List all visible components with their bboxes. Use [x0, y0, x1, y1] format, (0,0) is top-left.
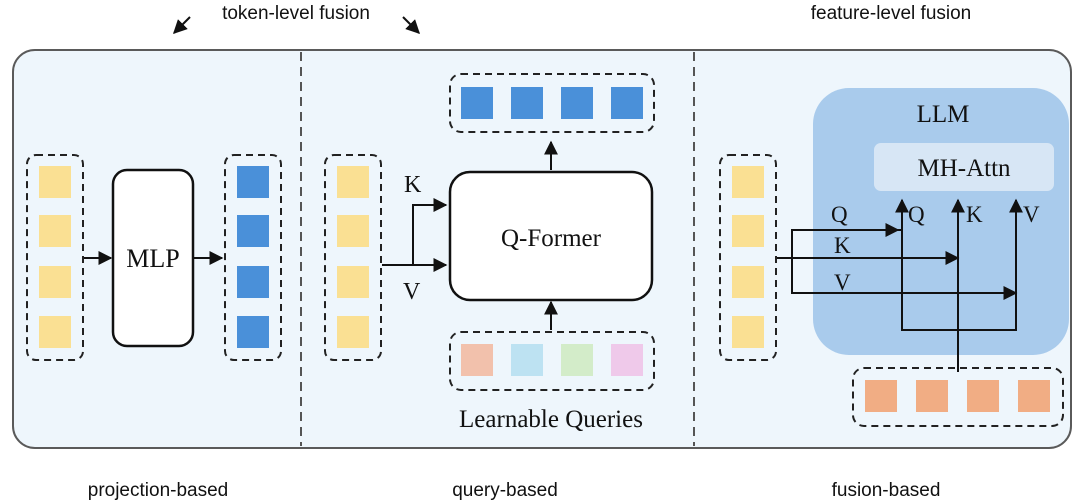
visual-token — [732, 166, 764, 198]
text-token — [1018, 380, 1050, 412]
k-input-label: K — [404, 172, 422, 198]
projected-token — [237, 316, 269, 348]
k-input-label: K — [834, 233, 851, 258]
fusion-panel: LLM MH-Attn Q K V Q K V — [719, 88, 1069, 427]
visual-token-group — [719, 154, 777, 361]
query-output-token — [611, 87, 643, 119]
token-level-label: token-level fusion — [222, 3, 370, 24]
query-output-token — [561, 87, 593, 119]
query-output-token — [461, 87, 493, 119]
mlp-block — [111, 168, 195, 348]
fusion-caption: fusion-based — [832, 480, 941, 500]
visual-token — [337, 215, 369, 247]
learnable-query-token — [611, 344, 643, 376]
mlp-label: MLP — [126, 244, 179, 273]
projected-token — [237, 266, 269, 298]
text-token — [916, 380, 948, 412]
feature-level-label: feature-level fusion — [811, 3, 972, 24]
visual-token — [39, 266, 71, 298]
text-token-group — [852, 367, 1064, 427]
learnable-queries-group — [449, 331, 655, 391]
projected-token — [237, 166, 269, 198]
text-token — [967, 380, 999, 412]
visual-token — [732, 215, 764, 247]
query-output-token — [511, 87, 543, 119]
visual-token — [39, 215, 71, 247]
learnable-query-token — [561, 344, 593, 376]
projection-caption: projection-based — [88, 480, 228, 500]
arrow-k-input — [412, 198, 448, 265]
q-former-block — [448, 170, 654, 302]
visual-token — [39, 316, 71, 348]
visual-token — [39, 166, 71, 198]
q-former-label: Q-Former — [501, 225, 602, 252]
visual-token — [337, 266, 369, 298]
query-caption: query-based — [452, 480, 558, 500]
visual-token — [732, 266, 764, 298]
port-q-label: Q — [908, 202, 925, 227]
learnable-query-token — [511, 344, 543, 376]
mh-attn-block — [874, 143, 1054, 191]
learnable-queries-label: Learnable Queries — [459, 406, 643, 433]
token-level-header: token-level fusion — [173, 3, 420, 34]
port-k-label: K — [966, 202, 983, 227]
v-input-label: V — [403, 279, 421, 305]
mh-attn-label: MH-Attn — [917, 155, 1011, 182]
port-v-label: V — [1023, 202, 1040, 227]
arrow-v-input — [791, 258, 1018, 300]
text-token — [865, 380, 897, 412]
q-input-label: Q — [831, 202, 848, 227]
visual-token-group — [324, 154, 382, 361]
visual-token-group — [26, 154, 84, 361]
v-input-label: V — [834, 270, 851, 295]
query-output-group — [449, 73, 655, 133]
visual-token — [337, 316, 369, 348]
visual-token — [337, 166, 369, 198]
projected-token-group — [224, 154, 282, 361]
llm-label: LLM — [917, 101, 970, 128]
learnable-query-token — [461, 344, 493, 376]
visual-token — [732, 316, 764, 348]
projection-panel: MLP — [26, 154, 282, 361]
projected-token — [237, 215, 269, 247]
query-panel: K V Q-Former Learnable Queries — [324, 73, 655, 433]
